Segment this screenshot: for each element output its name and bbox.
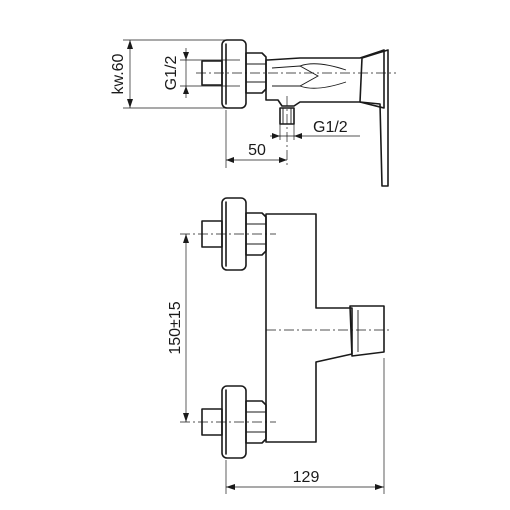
inlet-thread-label: G1/2 (163, 56, 180, 91)
depth-label: 50 (248, 142, 266, 159)
width-label: 129 (293, 469, 320, 486)
width-dimension: 129 (225, 358, 385, 494)
outlet-thread-dimension: G1/2 (270, 119, 360, 140)
front-view: 150±15 129 (167, 197, 392, 494)
lever-handle-front (349, 305, 385, 357)
spacing-label: 150±15 (167, 301, 184, 354)
lever-handle-side (359, 49, 389, 187)
side-view: kw.60 G1/2 (110, 39, 396, 187)
depth-dimension: 50 (225, 110, 287, 168)
mixer-body-front (265, 213, 353, 443)
mixer-body-side (265, 49, 385, 109)
kw-dimension: kw.60 (110, 39, 240, 109)
inlet-thread-dimension: G1/2 (163, 48, 240, 98)
kw-label: kw.60 (110, 53, 127, 94)
spacing-dimension: 150±15 (167, 234, 189, 422)
outlet-thread-label: G1/2 (313, 119, 348, 136)
